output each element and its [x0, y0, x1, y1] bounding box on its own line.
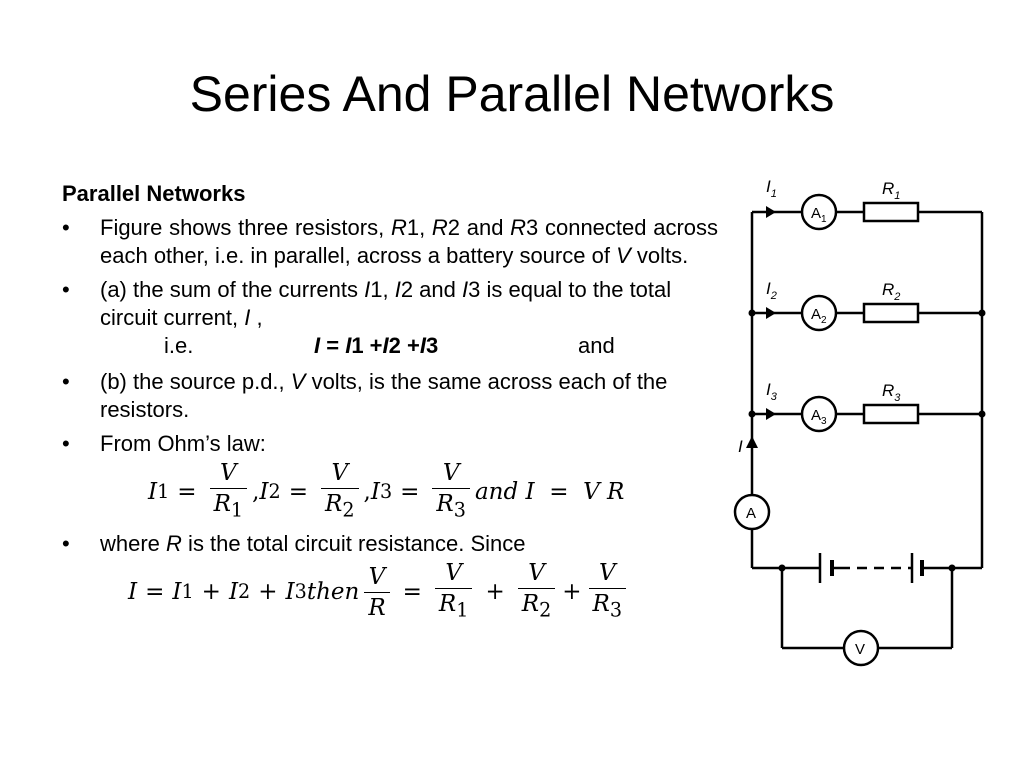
slide-content: Parallel Networks Figure shows three res… [62, 180, 718, 624]
label-i: I [738, 437, 743, 456]
label-a3: A3 [811, 407, 827, 427]
arrow-i [746, 436, 758, 448]
parallel-circuit-diagram: I1 I2 I3 I R1 R2 R3 A1 A2 A3 A V [733, 177, 986, 667]
bullet-currents: (a) the sum of the currents I1, I2 and I… [62, 276, 718, 332]
label-a2: A2 [811, 306, 827, 326]
label-i2: I2 [766, 279, 777, 302]
bullet-voltage: (b) the source p.d., V volts, is the sam… [62, 368, 718, 424]
label-r3: R3 [882, 381, 901, 404]
and-label: and [578, 333, 615, 358]
ammeter-a1 [800, 193, 838, 231]
ie-label: i.e. [164, 333, 194, 358]
label-r1: R1 [882, 179, 900, 202]
label-i1: I1 [766, 177, 777, 200]
arrow-i1 [766, 206, 776, 218]
resistor-r3 [862, 403, 920, 425]
ammeter-a2 [800, 294, 838, 332]
label-a: A [746, 505, 756, 522]
label-v: V [855, 641, 865, 658]
bullet-total-resistance: where R is the total circuit resistance.… [62, 530, 718, 558]
voltmeter-v [842, 629, 880, 667]
slide-title: Series And Parallel Networks [189, 66, 835, 122]
label-r2: R2 [882, 280, 900, 303]
ammeter-a3 [800, 395, 838, 433]
current-sum-equation: I = I1 +I2 +I3 [314, 333, 439, 358]
bullet-ohms-law: From Ohm’s law: [62, 430, 718, 458]
resistor-r1 [862, 201, 920, 223]
arrow-i2 [766, 307, 776, 319]
label-a1: A1 [811, 205, 827, 225]
ammeter-a [733, 493, 771, 531]
current-equation-line: i.e. I = I1 +I2 +I3 and [62, 332, 718, 362]
resistor-r2 [862, 302, 920, 324]
label-i3: I3 [766, 380, 778, 403]
arrow-i3 [766, 408, 776, 420]
section-heading: Parallel Networks [62, 181, 246, 206]
bullet-resistors: Figure shows three resistors, R1, R2 and… [62, 214, 718, 270]
